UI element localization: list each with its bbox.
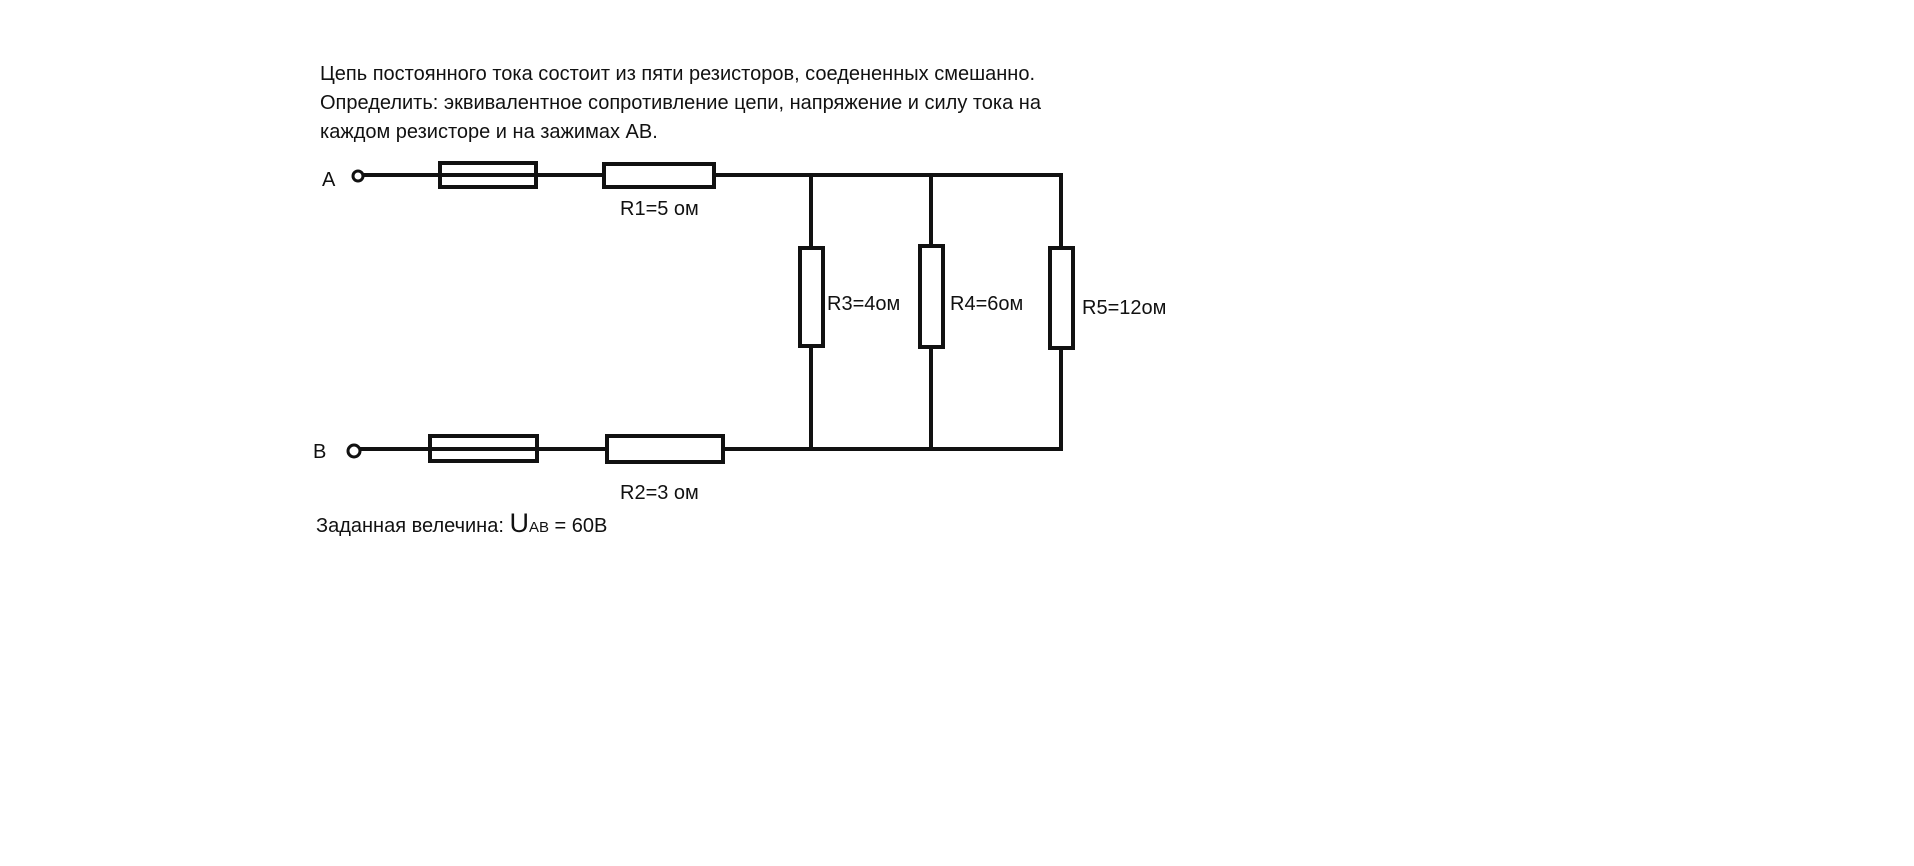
problem-line-2: Определить: эквивалентное сопротивление …: [320, 92, 1041, 114]
resistor-r3-label: R3=4ом: [827, 293, 900, 315]
given-number: = 60B: [548, 515, 608, 537]
resistor-r2: [605, 434, 725, 464]
resistor-r1-label: R1=5 ом: [620, 198, 699, 220]
resistor-r4: [918, 244, 945, 349]
given-prefix: Заданная велечина:: [316, 515, 510, 537]
given-subscript: AB: [528, 519, 549, 536]
resistor-r4-label: R4=6ом: [950, 293, 1023, 315]
problem-statement: Цепь постоянного тока состоит из пяти ре…: [320, 60, 1140, 147]
problem-line-3: каждом резисторе и на зажимах AB.: [320, 121, 658, 143]
given-value: Заданная велечина: UAB = 60B: [316, 508, 607, 539]
resistor-r5: [1048, 246, 1075, 350]
terminal-b-node: [346, 443, 362, 459]
given-symbol: U: [509, 508, 529, 538]
resistor-r2-label: R2=3 ом: [620, 482, 699, 504]
terminal-a-node: [351, 169, 365, 183]
resistor-r3: [798, 246, 825, 348]
resistor-r5-label: R5=12ом: [1082, 297, 1166, 319]
resistor-r1: [602, 162, 716, 189]
terminal-a-label: A: [322, 169, 336, 191]
problem-line-1: Цепь постоянного тока состоит из пяти ре…: [320, 63, 1035, 85]
terminal-b-label: B: [313, 441, 326, 463]
